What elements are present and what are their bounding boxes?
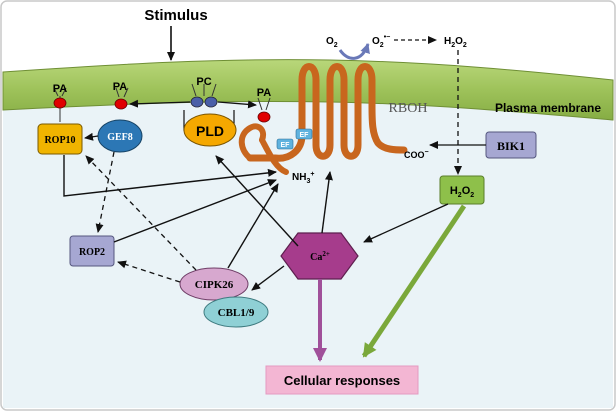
pa-head-2	[114, 98, 128, 110]
ef-hand-2	[295, 128, 313, 140]
h2o2-to-ca-arrow	[363, 203, 449, 243]
cellular-responses-label: Cellular responses	[284, 373, 400, 388]
gef8-label: GEF8	[107, 132, 133, 143]
h2o2-box	[439, 175, 485, 205]
pld-ellipse	[183, 113, 237, 147]
gef8-to-rop2-arrow	[95, 151, 115, 233]
stimulus-label: Stimulus	[144, 7, 207, 24]
bik1-label: BIK1	[497, 139, 525, 153]
cbl-label: CBL1/9	[218, 307, 255, 319]
ef-hand-1	[276, 138, 294, 150]
ca-to-pld-arrow	[215, 155, 299, 247]
superoxide-label: O2•−	[372, 34, 390, 49]
rop2-box	[69, 235, 115, 267]
rop2-label: ROP2	[79, 247, 105, 258]
pa-lipid-2	[114, 87, 129, 110]
cipk26-to-rop2-arrow	[117, 260, 181, 283]
pc-head-1	[190, 96, 204, 108]
ef-hand-1-label: EF	[281, 142, 291, 149]
pc-to-pa3-arrow	[217, 100, 257, 109]
ca-to-ef-hand-arrow	[321, 171, 333, 234]
cellular-responses-box	[265, 365, 419, 395]
cbl-ellipse	[203, 296, 269, 328]
rop10-label: ROP10	[44, 135, 75, 146]
nh3-label: NH3+	[292, 171, 314, 185]
pa-label-2: PA	[113, 81, 128, 93]
ca-to-cbl-arrow	[251, 265, 285, 291]
h2o2-to-responses-arrow	[361, 204, 467, 358]
pa-label-3: PA	[257, 87, 272, 99]
pa-label-1: PA	[53, 83, 68, 95]
pa-lipid-3	[257, 97, 271, 123]
pc-head-2	[204, 96, 218, 108]
pa-lipid-1	[53, 87, 67, 112]
h2o2-top-label: H2O2	[444, 36, 467, 49]
pc-label: PC	[196, 76, 211, 88]
coo-label: COO−	[404, 149, 429, 160]
o2-conversion-arrow	[338, 43, 370, 60]
rboh-label: RBOH	[389, 101, 428, 116]
pa-head-3	[257, 111, 271, 123]
h2o2-box-label: H2O2	[450, 185, 474, 199]
cipk26-to-rboh-arrow	[227, 183, 279, 269]
o2-label: O2	[326, 36, 338, 49]
pc-to-pa2-arrow	[129, 99, 191, 108]
rboh-n-terminal-loop	[238, 123, 266, 161]
gef8-to-rop10-arrow	[84, 132, 99, 141]
cipk26-ellipse	[179, 267, 249, 301]
pc-lipid	[190, 83, 218, 108]
pld-label: PLD	[196, 123, 224, 139]
ef-hand-2-label: EF	[300, 132, 310, 139]
ca-hexagon	[280, 232, 359, 280]
rboh-n-terminal-tail	[259, 137, 289, 175]
rop10-to-rboh-arrow	[63, 155, 277, 197]
pa-head-1	[53, 97, 67, 109]
ca-label: Ca2+	[310, 250, 330, 263]
rboh-protein-chain	[246, 63, 408, 162]
plasma-membrane-label: Plasma membrane	[495, 101, 601, 115]
rop10-box	[37, 123, 83, 155]
rop2-to-rboh-arrow	[113, 179, 277, 243]
cipk26-label: CIPK26	[195, 279, 234, 291]
